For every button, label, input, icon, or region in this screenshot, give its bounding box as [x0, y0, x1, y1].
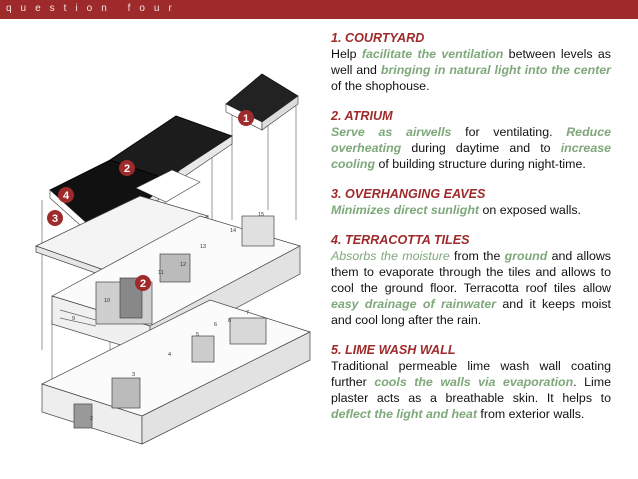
body-text: between levels as well and	[331, 47, 611, 77]
marker-circle	[238, 110, 254, 126]
section-body: Help facilitate the ventilation between …	[331, 46, 611, 94]
header-title: question four	[6, 3, 181, 14]
marker-circle	[119, 160, 135, 176]
highlighted-text: increase cooling	[331, 141, 611, 171]
section-body: Absorbs the moisture from the ground and…	[331, 248, 611, 328]
highlighted-text: Reduce overheating	[331, 125, 611, 155]
room-number: 5	[196, 332, 199, 338]
roof-courtyard	[225, 73, 299, 131]
room-number: 13	[200, 244, 206, 250]
highlighted-text: Absorbs the moisture	[331, 249, 450, 263]
marker-label: 2	[140, 278, 146, 290]
highlighted-text: bringing in natural light into the cente…	[380, 63, 611, 77]
section: 4. TERRACOTTA TILES Absorbs the moisture…	[331, 232, 611, 328]
body-text: of the shophouse.	[331, 79, 430, 93]
section-title: 3. OVERHANGING EAVES	[331, 187, 486, 201]
body-text: during daytime and to	[401, 141, 561, 155]
body-text: on exposed walls.	[479, 203, 581, 217]
marker-label: 4	[63, 190, 70, 202]
body-text: from the	[449, 249, 505, 263]
body-text: Traditional permeable lime wash wall coa…	[331, 359, 611, 389]
exploded-shophouse-diagram: 2 3 4 5 6 7 8 9 10 11 12 13 14 15 1 2 4 …	[35, 73, 311, 445]
body-text: . Lime plaster acts as a breathable skin…	[331, 375, 611, 405]
room-number: 6	[214, 322, 217, 328]
room-number: 11	[158, 270, 164, 276]
body-text: and allows them to evaporate through the…	[331, 249, 611, 295]
highlighted-text: ground	[504, 249, 548, 263]
highlighted-text: cools the walls via evaporation	[374, 375, 574, 389]
highlighted-text: easy drainage of rainwater	[331, 297, 497, 311]
explanation-column: 1. COURTYARD Help facilitate the ventila…	[331, 30, 611, 436]
room-number: 15	[258, 212, 264, 218]
room-number: 3	[132, 372, 135, 378]
section: 5. LIME WASH WALL Traditional permeable …	[331, 342, 611, 422]
room-number: 4	[168, 352, 171, 358]
section-body: Minimizes direct sunlight on exposed wal…	[331, 202, 611, 218]
room-number: 8	[228, 318, 231, 324]
body-text: and it keeps moist and cool long after t…	[331, 297, 612, 327]
marker-circle	[47, 210, 63, 226]
room-number: 2	[90, 416, 93, 422]
section-title: 4. TERRACOTTA TILES	[331, 233, 470, 247]
room-number: 9	[72, 316, 75, 322]
section: 3. OVERHANGING EAVES Minimizes direct su…	[331, 186, 611, 218]
room-number: 14	[230, 228, 236, 234]
marker-label: 3	[52, 213, 58, 225]
body-text: of building structure during night-time.	[375, 157, 586, 171]
ground-floor	[41, 299, 311, 445]
room-number: 12	[180, 262, 186, 268]
room-number: 10	[104, 298, 110, 304]
body-text: from exterior walls.	[476, 407, 585, 421]
highlighted-text: Serve as airwells	[331, 125, 452, 139]
section-body: Serve as airwells for ventilating. Reduc…	[331, 124, 611, 172]
section-title: 5. LIME WASH WALL	[331, 343, 456, 357]
header-bar: question four	[0, 0, 638, 19]
section-title: 2. ATRIUM	[331, 109, 393, 123]
body-text: Help	[331, 47, 362, 61]
marker-label: 2	[124, 163, 130, 175]
body-text: for ventilating.	[451, 125, 567, 139]
section: 1. COURTYARD Help facilitate the ventila…	[331, 30, 611, 94]
section: 2. ATRIUM Serve as airwells for ventilat…	[331, 108, 611, 172]
section-body: Traditional permeable lime wash wall coa…	[331, 358, 611, 422]
room-number: 7	[246, 310, 249, 316]
section-title: 1. COURTYARD	[331, 31, 425, 45]
marker-label: 1	[243, 113, 249, 125]
highlighted-text: facilitate the ventilation	[361, 47, 504, 61]
marker-circle	[58, 187, 74, 203]
highlighted-text: Minimizes direct sunlight	[331, 203, 480, 217]
highlighted-text: deflect the light and heat	[331, 407, 477, 421]
marker-circle	[135, 275, 151, 291]
